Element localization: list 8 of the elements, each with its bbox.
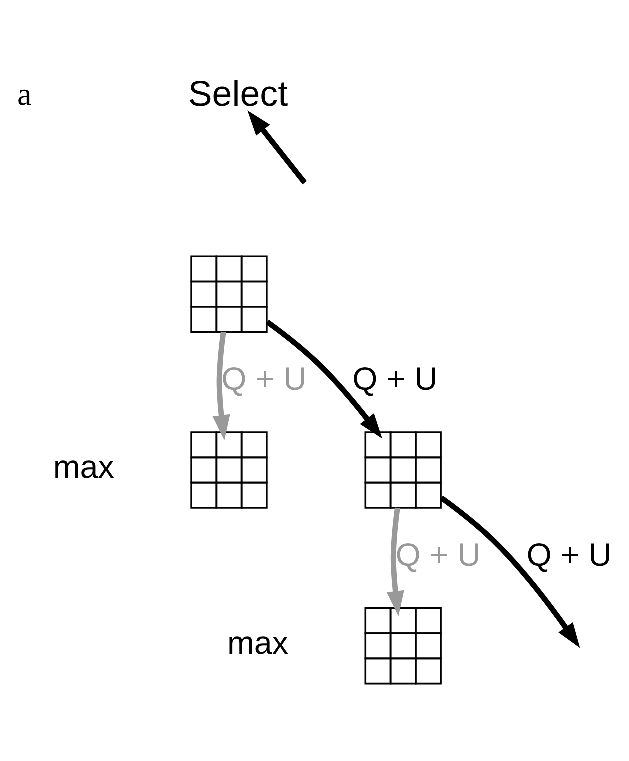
node-text: Select — [188, 74, 288, 114]
edge-label: Q + U — [352, 361, 438, 398]
label: a — [17, 76, 32, 112]
edge-label: Q + U — [222, 361, 307, 398]
label: max — [227, 625, 288, 662]
label: max — [53, 449, 114, 486]
edge-label: Q + U — [396, 537, 481, 574]
edge-label: Q + U — [526, 537, 612, 574]
